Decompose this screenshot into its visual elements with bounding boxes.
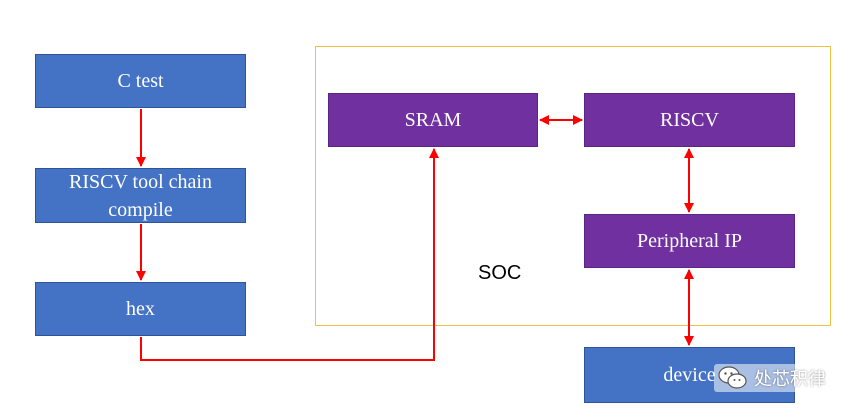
toolchain-label-line2: compile: [108, 198, 173, 221]
c-test-label: C test: [117, 70, 164, 92]
riscv-label: RISCV: [660, 109, 719, 131]
device-label: device: [663, 364, 716, 386]
hex-label: hex: [126, 298, 155, 320]
sram-block: SRAM: [328, 93, 538, 147]
soc-boundary: [315, 46, 831, 326]
sram-label: SRAM: [404, 109, 462, 131]
riscv-block: RISCV: [584, 93, 795, 147]
arrow-hex-to-sram: [140, 148, 439, 361]
soc-label: SOC: [478, 262, 522, 284]
peripheral-ip-block: Peripheral IP: [584, 214, 795, 268]
watermark: 处芯积律: [714, 364, 830, 392]
toolchain-label-line1: RISCV tool chain: [69, 170, 212, 193]
hex-block: hex: [35, 282, 246, 336]
c-test-block: C test: [35, 54, 246, 108]
toolchain-compile-block: RISCV tool chain compile: [35, 168, 246, 223]
peripheral-ip-label: Peripheral IP: [637, 230, 742, 252]
wechat-icon: [718, 366, 747, 389]
watermark-text: 处芯积律: [754, 369, 826, 390]
